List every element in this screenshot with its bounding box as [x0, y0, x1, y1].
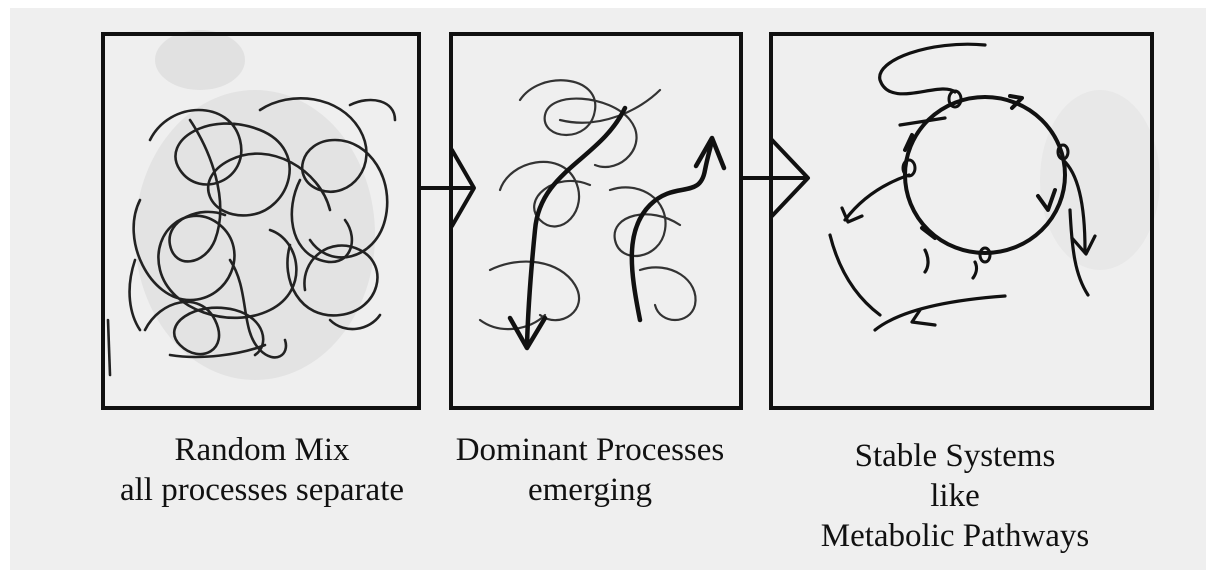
panel-frame: [101, 32, 421, 410]
dominant-path-arrow-down: [507, 105, 628, 351]
caption-line: Metabolic Pathways: [820, 518, 1090, 554]
panel-frame: [449, 32, 743, 410]
caption-line: emerging: [527, 472, 653, 508]
dominant-path-arrow-up: [629, 135, 727, 323]
caption-stable-systems: Stable Systems like Metabolic Pathways: [780, 436, 1130, 556]
background-scribble: [478, 79, 697, 331]
panel-dominant-processes: [449, 32, 743, 410]
panel-random-mix: [101, 32, 421, 410]
random-tangle-scribble: [106, 97, 397, 377]
caption-line: all processes separate: [119, 472, 405, 508]
caption-line: like: [930, 478, 980, 514]
caption-line: Stable Systems: [854, 438, 1056, 474]
panel-frame: [769, 32, 1154, 410]
caption-random-mix: Random Mix all processes separate: [62, 430, 462, 510]
cycle-branch-arrows: [828, 42, 1097, 332]
arrow-dominant-to-stable: [740, 138, 810, 218]
panel-stable-systems: [769, 32, 1154, 410]
caption-line: Dominant Processes: [455, 432, 725, 468]
caption-line: Random Mix: [174, 432, 350, 468]
arrow-random-to-dominant: [418, 148, 476, 228]
caption-dominant-processes: Dominant Processes emerging: [420, 430, 760, 510]
